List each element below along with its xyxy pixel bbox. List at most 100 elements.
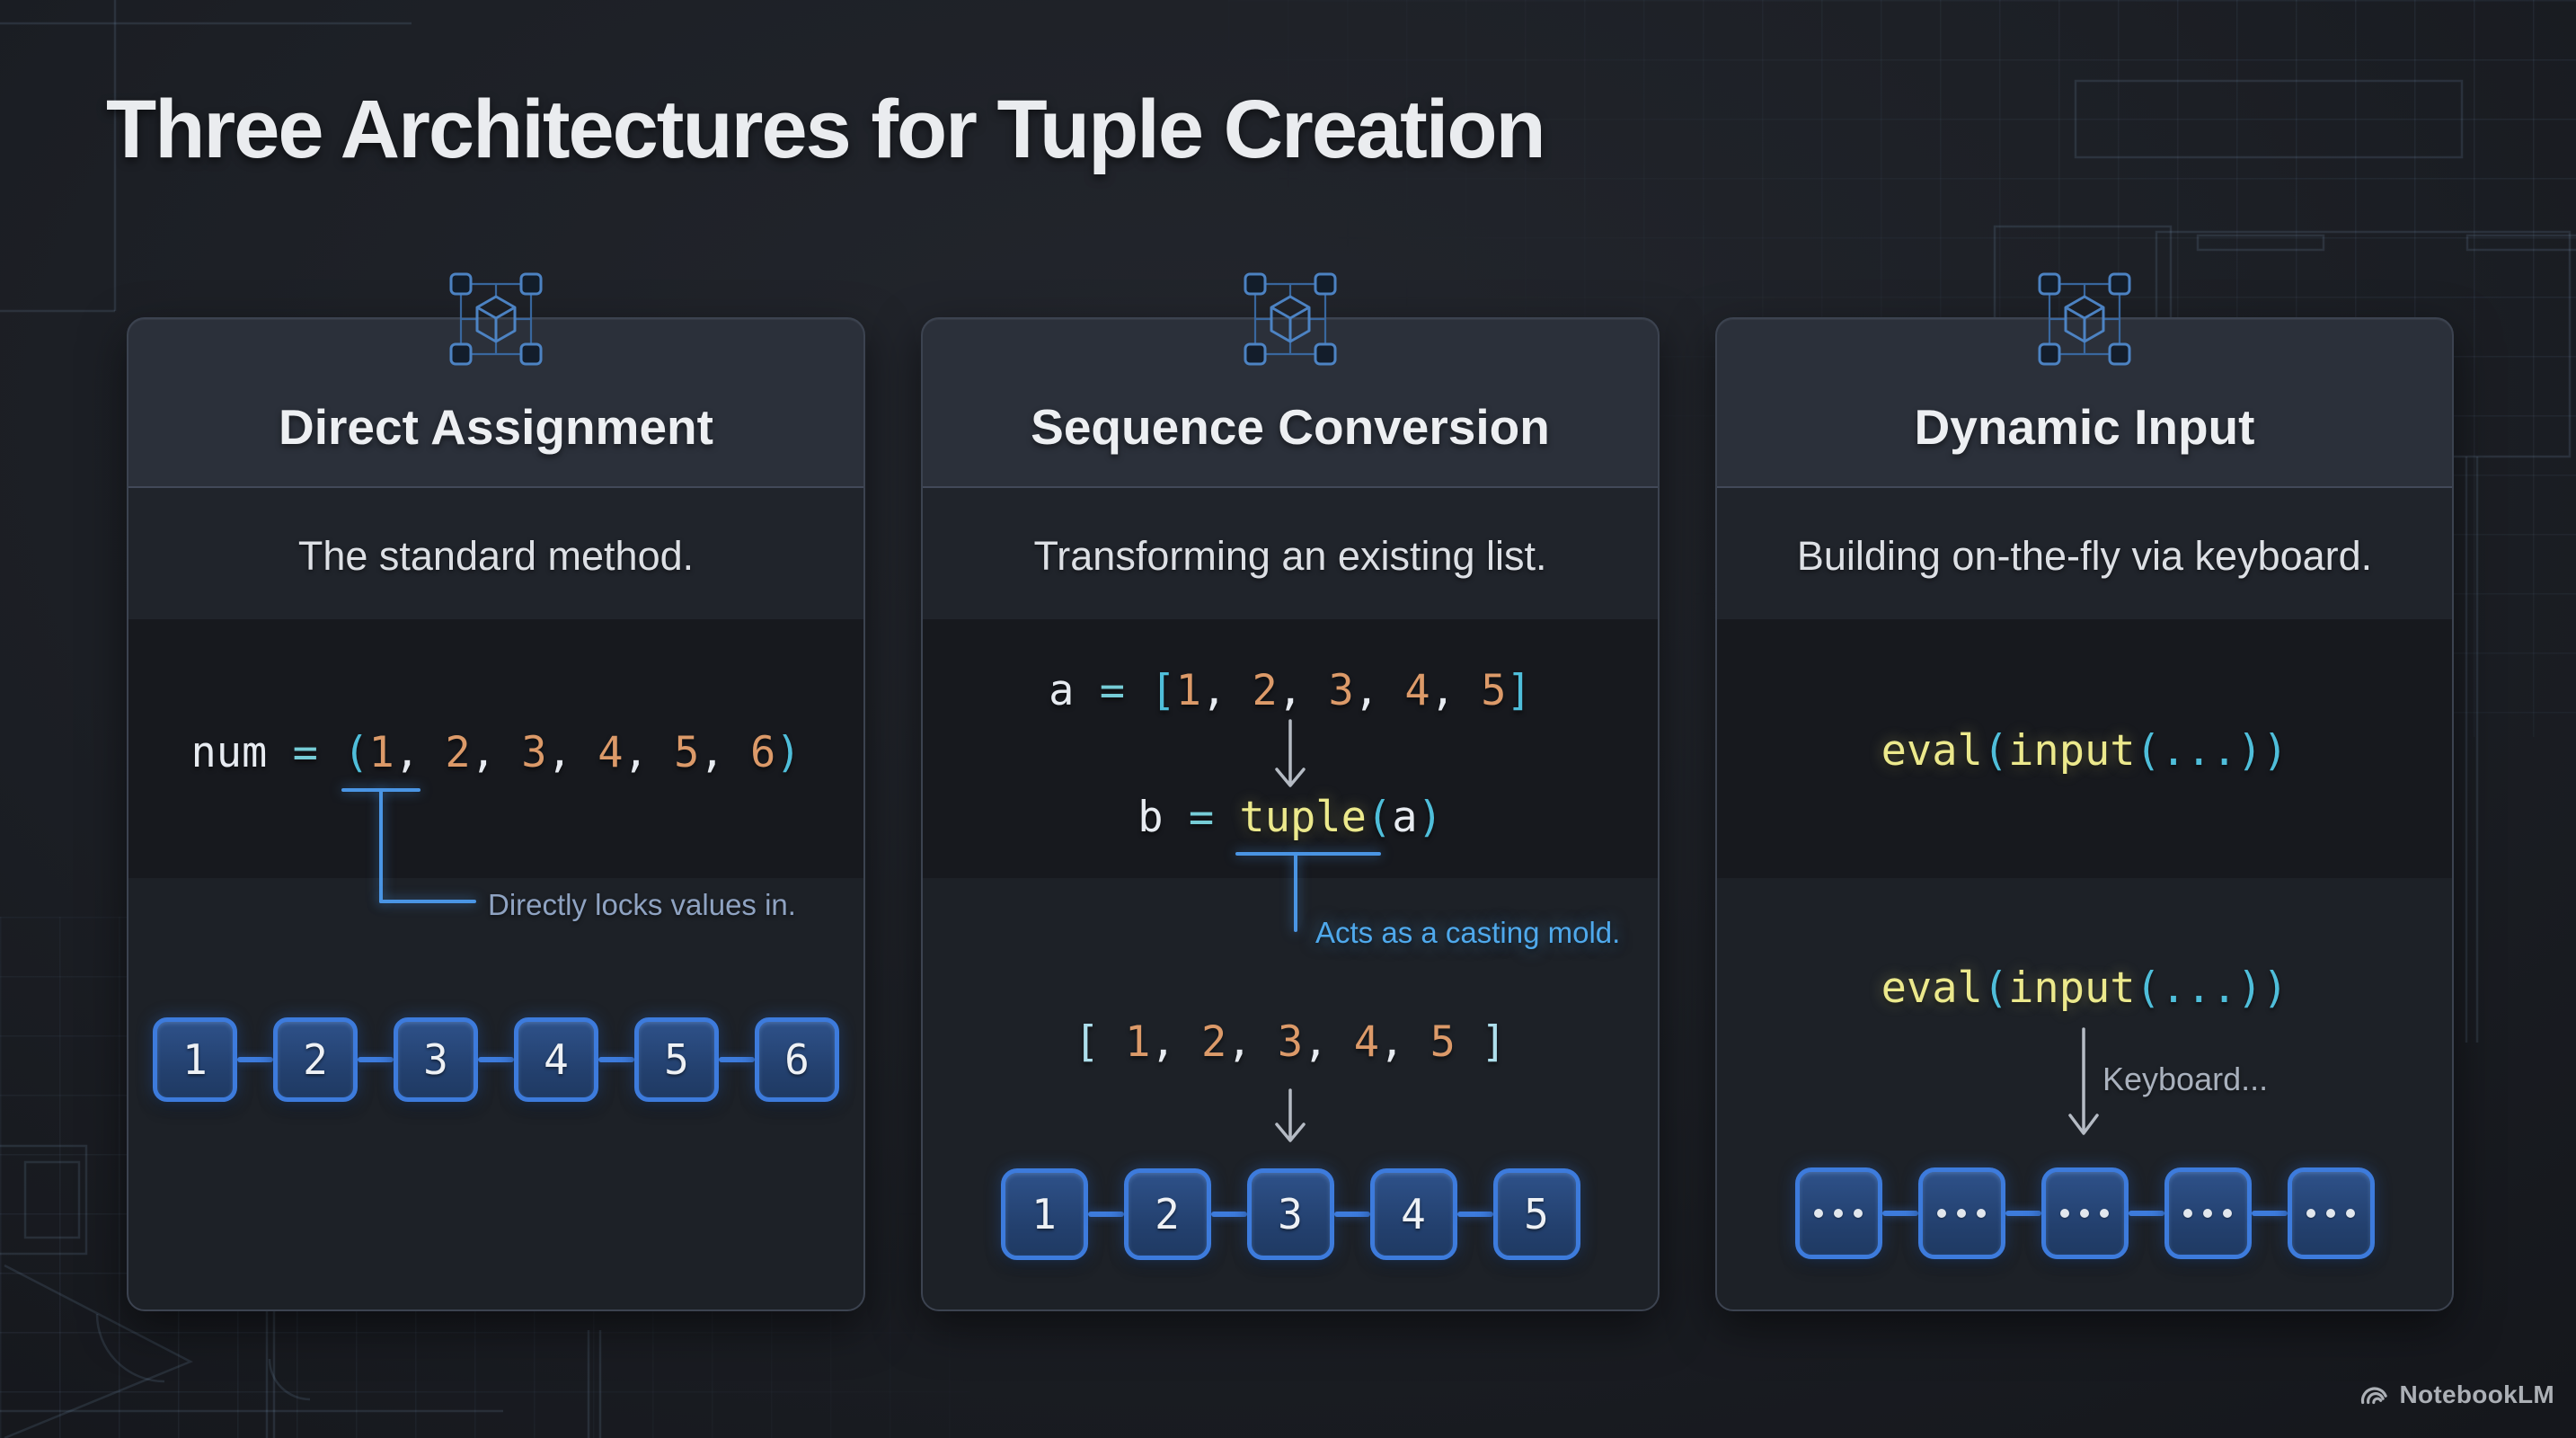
code-token: ( [2135,726,2161,776]
code-token: , [623,728,675,777]
value-box: 4 [514,1017,598,1102]
ellipsis-dot [1834,1209,1843,1218]
code-token [267,728,292,777]
card-heading: Direct Assignment [279,399,713,455]
card-direct-assignment: Direct Assignment The standard method. n… [127,272,865,1311]
code-token [1074,666,1099,715]
code-token: a [1049,666,1075,715]
code-token: ( [343,728,369,777]
code-line-eval-input: eval(input(...)) [1717,967,2452,1009]
code-token: 6 [749,728,776,777]
code-token: 1 [368,728,394,777]
callout-vertical-line [1294,852,1297,932]
code-token: ( [1366,793,1393,842]
ellipsis-dot [2203,1209,2212,1218]
ellipsis-dot [2346,1209,2355,1218]
ellipsis-dot [1814,1209,1823,1218]
code-token [1125,666,1150,715]
code-line-list-literal: a = [1, 2, 3, 4, 5] [923,670,1658,712]
callout-label: Directly locks values in. [488,888,796,921]
value-box: 5 [634,1017,719,1102]
code-token: [ [1074,1017,1126,1067]
code-token: , [1200,666,1253,715]
notebooklm-logo-icon [2361,1387,2388,1405]
code-token: = [1188,793,1215,842]
code-token: )) [2236,963,2288,1013]
ellipsis-dot [2223,1209,2232,1218]
value-box: 3 [394,1017,478,1102]
card-heading: Dynamic Input [1914,399,2255,455]
card-dynamic-input: Dynamic Input Building on-the-fly via ke… [1715,272,2454,1311]
callout-underline [1235,852,1381,856]
ellipsis-dot [2100,1209,2109,1218]
code-token: [ [1150,666,1176,715]
code-token: , [1379,1017,1430,1067]
value-box: 1 [1000,1168,1088,1260]
ellipsis-dot [1937,1209,1946,1218]
code-token: , [1150,1017,1201,1067]
code-token: , [1353,666,1405,715]
code-line-tuple-call: b = tuple(a) [923,796,1658,839]
code-token: = [292,728,318,777]
code-token: , [1277,666,1329,715]
code-token: )) [2236,726,2288,776]
code-token: 1 [1125,1017,1151,1067]
code-token: 3 [1328,666,1354,715]
down-arrow-icon [1275,1088,1306,1142]
ellipsis-dot [1854,1209,1863,1218]
code-token: , [1430,666,1482,715]
code-line-tuple-literal: num = (1, 2, 3, 4, 5, 6) [128,732,863,774]
code-token: ) [1417,793,1443,842]
watermark: NotebookLM [2359,1380,2554,1409]
code-token: 2 [445,728,471,777]
code-token: 4 [598,728,624,777]
code-token: 4 [1353,1017,1380,1067]
code-token: , [699,728,750,777]
page-title: Three Architectures for Tuple Creation [106,84,1546,175]
ellipsis-dot [2183,1209,2192,1218]
value-box: 2 [273,1017,358,1102]
code-token: num [190,728,268,777]
callout-label: Keyboard... [2102,1061,2269,1097]
code-token [1214,793,1239,842]
card-sequence-conversion: Sequence Conversion Transforming an exis… [921,272,1660,1311]
ellipsis-dot [1957,1209,1966,1218]
callout-label: Acts as a casting mold. [1315,916,1621,949]
code-token: tuple [1239,793,1367,842]
value-box: 6 [755,1017,839,1102]
code-token: 3 [1277,1017,1304,1067]
code-token: b [1138,793,1164,842]
code-token: ( [1982,726,2009,776]
list-display-line: [ 1, 2, 3, 4, 5 ] [923,1021,1658,1063]
code-token: input [2008,963,2136,1013]
value-box [1917,1167,2005,1259]
ellipsis-dot [2306,1209,2315,1218]
code-token: , [470,728,522,777]
code-token: a [1392,793,1418,842]
value-box: 1 [153,1017,237,1102]
code-token: input [2008,726,2136,776]
value-box: 2 [1123,1168,1211,1260]
down-arrow-icon [1275,719,1306,787]
ellipsis-dot [1977,1209,1986,1218]
ellipsis-dot [2326,1209,2335,1218]
code-token: 2 [1252,666,1278,715]
code-token: 5 [674,728,700,777]
card-subtitle: Transforming an existing list. [1033,533,1547,579]
ellipsis-dot [2060,1209,2069,1218]
code-token: 1 [1175,666,1201,715]
ellipsis-dot [2080,1209,2089,1218]
code-token: , [1226,1017,1278,1067]
code-token: 3 [521,728,547,777]
code-token: , [1303,1017,1354,1067]
code-token: ) [775,728,801,777]
code-token: = [1099,666,1126,715]
value-box [1794,1167,1882,1259]
value-box: 4 [1369,1168,1457,1260]
card-subtitle: The standard method. [297,533,695,579]
callout-elbow-line [379,900,476,903]
code-token: ] [1506,666,1532,715]
code-token: 5 [1430,1017,1456,1067]
